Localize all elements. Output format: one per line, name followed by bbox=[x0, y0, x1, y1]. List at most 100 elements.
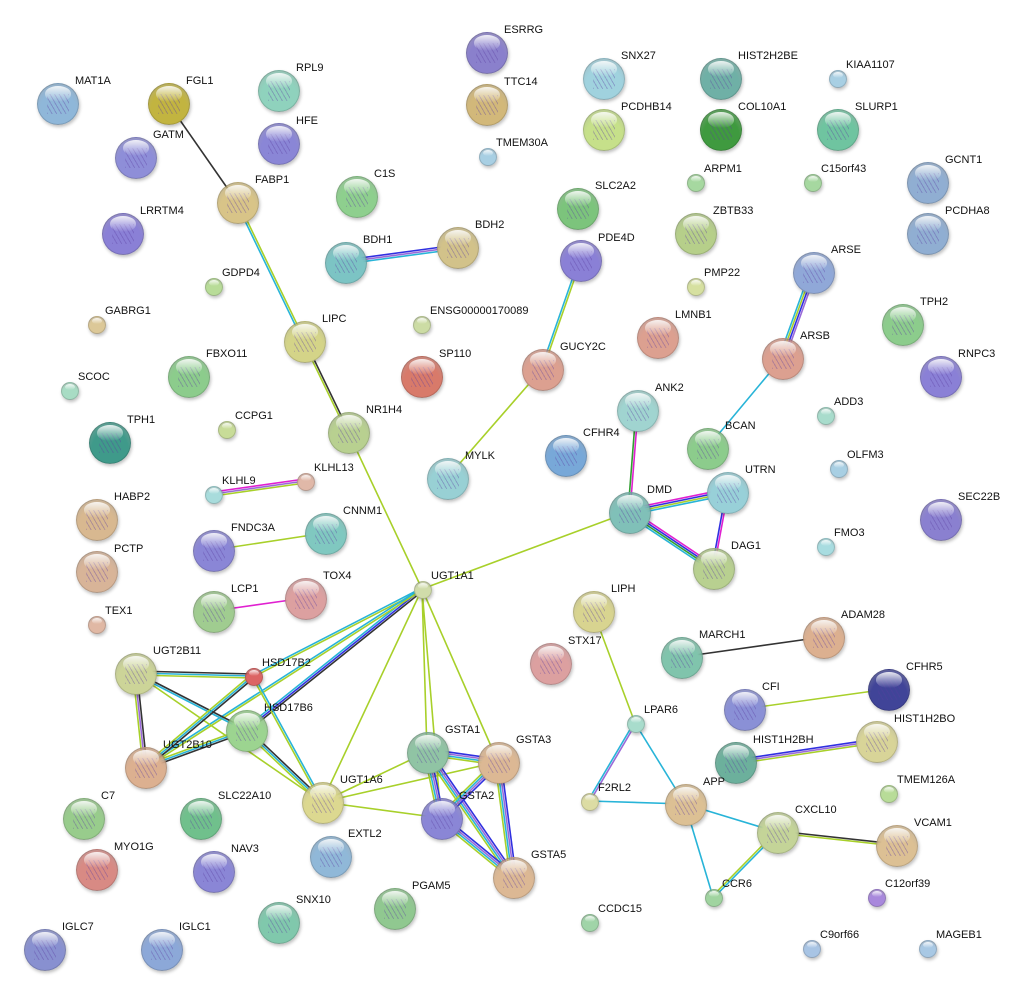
node-pcdhb14[interactable] bbox=[583, 109, 625, 151]
edge-nr1h4-ugt1a1[interactable] bbox=[347, 431, 423, 590]
node-hist1h2bh[interactable] bbox=[715, 742, 757, 784]
node-c7[interactable] bbox=[63, 798, 105, 840]
edge-gucy2c-mylk[interactable] bbox=[446, 368, 543, 479]
edge-ugt1a1-ugt2b10[interactable] bbox=[144, 587, 423, 769]
node-tph2[interactable] bbox=[882, 304, 924, 346]
edge-lpar6-f2rl2[interactable] bbox=[587, 722, 637, 802]
edge-klhl9-klhl13[interactable] bbox=[212, 478, 306, 497]
node-snx27[interactable] bbox=[583, 58, 625, 100]
node-fgl1[interactable] bbox=[148, 83, 190, 125]
edge-ugt1a1-hsd17b6[interactable] bbox=[244, 586, 424, 733]
node-pgam5[interactable] bbox=[374, 888, 416, 930]
node-iglc7[interactable] bbox=[24, 929, 66, 971]
node-ccpg1[interactable] bbox=[218, 421, 236, 439]
node-gsta1[interactable] bbox=[407, 732, 449, 774]
edge-gsta1-gsta5[interactable] bbox=[423, 749, 517, 880]
node-slurp1[interactable] bbox=[817, 109, 859, 151]
node-utrn[interactable] bbox=[707, 472, 749, 514]
node-arpm1[interactable] bbox=[687, 174, 705, 192]
node-liph[interactable] bbox=[573, 591, 615, 633]
node-march1[interactable] bbox=[661, 637, 703, 679]
node-fabp1[interactable] bbox=[217, 182, 259, 224]
node-ugt2b10[interactable] bbox=[125, 747, 167, 789]
node-mat1a[interactable] bbox=[37, 83, 79, 125]
node-c12orf39[interactable] bbox=[868, 889, 886, 907]
edge-dmd-ugt1a1[interactable] bbox=[421, 511, 630, 590]
node-hist2h2be[interactable] bbox=[700, 58, 742, 100]
node-dag1[interactable] bbox=[693, 548, 735, 590]
node-arse[interactable] bbox=[793, 252, 835, 294]
node-tox4[interactable] bbox=[285, 578, 327, 620]
node-ccdc15[interactable] bbox=[581, 914, 599, 932]
edge-march1-adam28[interactable] bbox=[680, 636, 824, 658]
node-ank2[interactable] bbox=[617, 390, 659, 432]
node-pde4d[interactable] bbox=[560, 240, 602, 282]
node-snx10[interactable] bbox=[258, 902, 300, 944]
node-f2rl2[interactable] bbox=[581, 793, 599, 811]
node-nav3[interactable] bbox=[193, 851, 235, 893]
node-gsta2[interactable] bbox=[421, 798, 463, 840]
edge-ugt1a6-gsta3[interactable] bbox=[321, 761, 499, 803]
edge-ugt1a1-gsta3[interactable] bbox=[421, 588, 499, 763]
node-fbxo11[interactable] bbox=[168, 356, 210, 398]
node-tmem126a[interactable] bbox=[880, 785, 898, 803]
node-lcp1[interactable] bbox=[193, 591, 235, 633]
node-gdpd4[interactable] bbox=[205, 278, 223, 296]
node-c9orf66[interactable] bbox=[803, 940, 821, 958]
node-add3[interactable] bbox=[817, 407, 835, 425]
node-sec22b[interactable] bbox=[920, 499, 962, 541]
node-lpar6[interactable] bbox=[627, 715, 645, 733]
node-pctp[interactable] bbox=[76, 551, 118, 593]
node-gatm[interactable] bbox=[115, 137, 157, 179]
node-col10a1[interactable] bbox=[700, 109, 742, 151]
node-cfi[interactable] bbox=[724, 689, 766, 731]
node-gcnt1[interactable] bbox=[907, 162, 949, 204]
node-ugt2b11[interactable] bbox=[115, 653, 157, 695]
edge-ugt1a1-hsd17b2[interactable] bbox=[252, 587, 423, 678]
node-gucy2c[interactable] bbox=[522, 349, 564, 391]
node-bdh1[interactable] bbox=[325, 242, 367, 284]
node-c15orf43[interactable] bbox=[804, 174, 822, 192]
node-klhl13[interactable] bbox=[297, 473, 315, 491]
node-bcan[interactable] bbox=[687, 428, 729, 470]
edge-ugt1a1-gsta1[interactable] bbox=[421, 588, 428, 753]
node-cxcl10[interactable] bbox=[757, 812, 799, 854]
node-c1s[interactable] bbox=[336, 176, 378, 218]
node-esrrg[interactable] bbox=[466, 32, 508, 74]
node-ttc14[interactable] bbox=[466, 84, 508, 126]
edge-hsd17b2-ugt2b10[interactable] bbox=[143, 673, 255, 770]
node-hfe[interactable] bbox=[258, 123, 300, 165]
node-rpl9[interactable] bbox=[258, 70, 300, 112]
node-tmem30a[interactable] bbox=[479, 148, 497, 166]
edge-hsd17b2-ugt1a6[interactable] bbox=[251, 675, 324, 803]
node-app[interactable] bbox=[665, 784, 707, 826]
node-sp110[interactable] bbox=[401, 356, 443, 398]
node-gsta5[interactable] bbox=[493, 857, 535, 899]
node-cfhr5[interactable] bbox=[868, 669, 910, 711]
node-adam28[interactable] bbox=[803, 617, 845, 659]
node-cfhr4[interactable] bbox=[545, 435, 587, 477]
node-extl2[interactable] bbox=[310, 836, 352, 878]
node-arsb[interactable] bbox=[762, 338, 804, 380]
node-ccr6[interactable] bbox=[705, 889, 723, 907]
node-lipc[interactable] bbox=[284, 321, 326, 363]
edge-hist1h2bh-hist1h2bo[interactable] bbox=[734, 738, 877, 765]
node-tph1[interactable] bbox=[89, 422, 131, 464]
node-rnpc3[interactable] bbox=[920, 356, 962, 398]
node-vcam1[interactable] bbox=[876, 825, 918, 867]
node-habp2[interactable] bbox=[76, 499, 118, 541]
node-klhl9[interactable] bbox=[205, 486, 223, 504]
node-mylk[interactable] bbox=[427, 458, 469, 500]
node-gabrg1[interactable] bbox=[88, 316, 106, 334]
node-pcdha8[interactable] bbox=[907, 213, 949, 255]
node-pmp22[interactable] bbox=[687, 278, 705, 296]
node-hsd17b6[interactable] bbox=[226, 710, 268, 752]
node-fndc3a[interactable] bbox=[193, 530, 235, 572]
node-ugt1a1[interactable] bbox=[414, 581, 432, 599]
node-dmd[interactable] bbox=[609, 492, 651, 534]
node-myo1g[interactable] bbox=[76, 849, 118, 891]
node-gsta3[interactable] bbox=[478, 742, 520, 784]
node-nr1h4[interactable] bbox=[328, 412, 370, 454]
node-bdh2[interactable] bbox=[437, 227, 479, 269]
node-lrrtm4[interactable] bbox=[102, 213, 144, 255]
